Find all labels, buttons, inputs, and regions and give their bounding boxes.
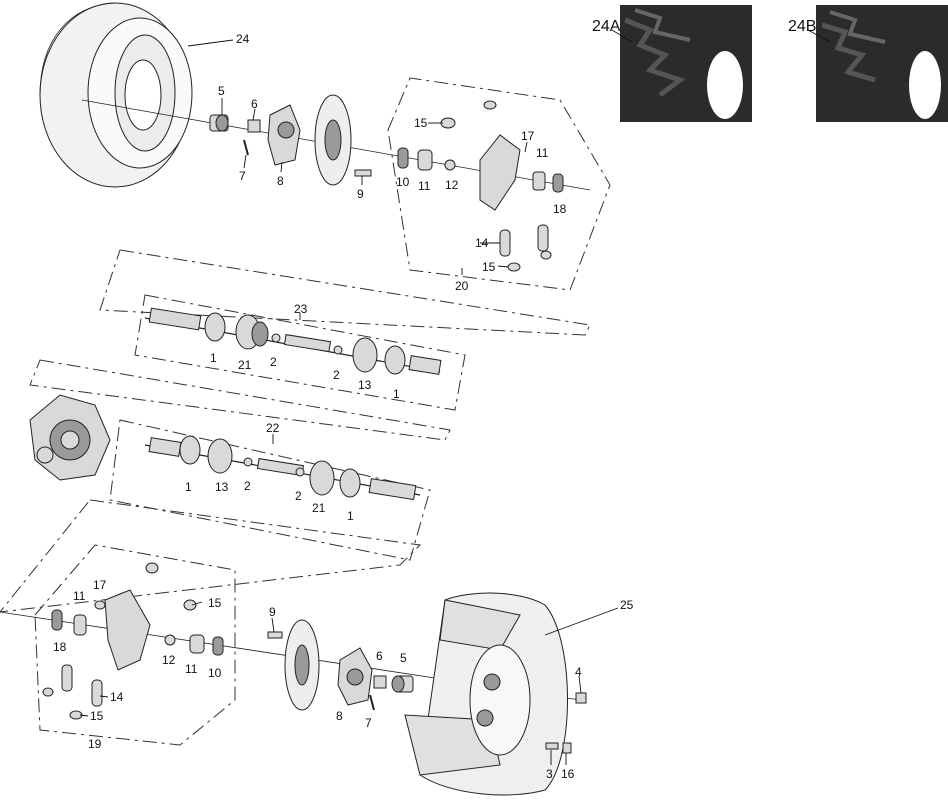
- callout-13: 13: [358, 378, 372, 392]
- callout-18: 18: [553, 202, 567, 216]
- callout-12: 12: [445, 178, 459, 192]
- callout-25: 25: [620, 598, 634, 612]
- callout-15: 15: [414, 116, 428, 130]
- callout-2b: 2: [333, 368, 340, 382]
- callout-12b: 12: [162, 653, 176, 667]
- bottom-wheel-assembly: [404, 592, 587, 796]
- callout-8: 8: [277, 174, 284, 188]
- callout-21: 21: [238, 358, 252, 372]
- callout-6: 6: [251, 97, 258, 111]
- callout-24: 24: [236, 32, 250, 46]
- callout-4: 4: [575, 665, 582, 679]
- bottom-hub-parts: [267, 619, 414, 711]
- callout-13b: 13: [215, 480, 229, 494]
- callout-11d: 11: [185, 662, 198, 676]
- callout-1c: 1: [185, 480, 192, 494]
- callout-24A: 24A: [592, 18, 621, 35]
- callout-11: 11: [418, 179, 431, 193]
- callout-1b: 1: [393, 387, 400, 401]
- callout-22: 22: [266, 421, 280, 435]
- callout-labels: 24 5 6 7 8 9 10 11 12 15 17 11 18 14 15 …: [53, 18, 816, 781]
- top-knuckle-group: [387, 77, 611, 291]
- callout-8b: 8: [336, 709, 343, 723]
- callout-17: 17: [521, 129, 535, 143]
- callout-11b: 11: [536, 146, 549, 160]
- callout-18b: 18: [53, 640, 67, 654]
- callout-2: 2: [270, 355, 277, 369]
- callout-9: 9: [357, 187, 364, 201]
- callout-10: 10: [396, 175, 410, 189]
- callout-24B: 24B: [788, 18, 816, 35]
- callout-17b: 17: [93, 578, 107, 592]
- upper-driveshaft-group: [99, 249, 591, 411]
- leader-lines: [79, 29, 831, 765]
- bottom-knuckle-group: [0, 499, 581, 746]
- callout-14b: 14: [110, 690, 124, 704]
- lower-driveshaft-group: [109, 419, 431, 561]
- callout-3: 3: [546, 767, 553, 781]
- callout-7b: 7: [365, 716, 372, 730]
- top-hub-parts: [209, 94, 372, 186]
- callout-15b: 15: [482, 260, 496, 274]
- tire-thumbnail-24B: [816, 5, 948, 122]
- callout-20: 20: [455, 279, 469, 293]
- callout-15d: 15: [90, 709, 104, 723]
- callout-23: 23: [294, 302, 308, 316]
- callout-5b: 5: [400, 651, 407, 665]
- callout-1: 1: [210, 351, 217, 365]
- callout-5: 5: [218, 84, 225, 98]
- callout-11c: 11: [73, 589, 86, 603]
- callout-10b: 10: [208, 666, 222, 680]
- callout-14: 14: [475, 236, 489, 250]
- callout-21b: 21: [312, 501, 326, 515]
- callout-9b: 9: [269, 605, 276, 619]
- callout-15c: 15: [208, 596, 222, 610]
- callout-2c: 2: [244, 479, 251, 493]
- callout-7: 7: [239, 169, 246, 183]
- callout-19: 19: [88, 737, 102, 751]
- differential-assembly: [29, 359, 451, 481]
- callout-16: 16: [561, 767, 575, 781]
- tire-thumbnail-24A: [620, 5, 752, 122]
- callout-6b: 6: [376, 649, 383, 663]
- callout-1d: 1: [347, 509, 354, 523]
- callout-2d: 2: [295, 489, 302, 503]
